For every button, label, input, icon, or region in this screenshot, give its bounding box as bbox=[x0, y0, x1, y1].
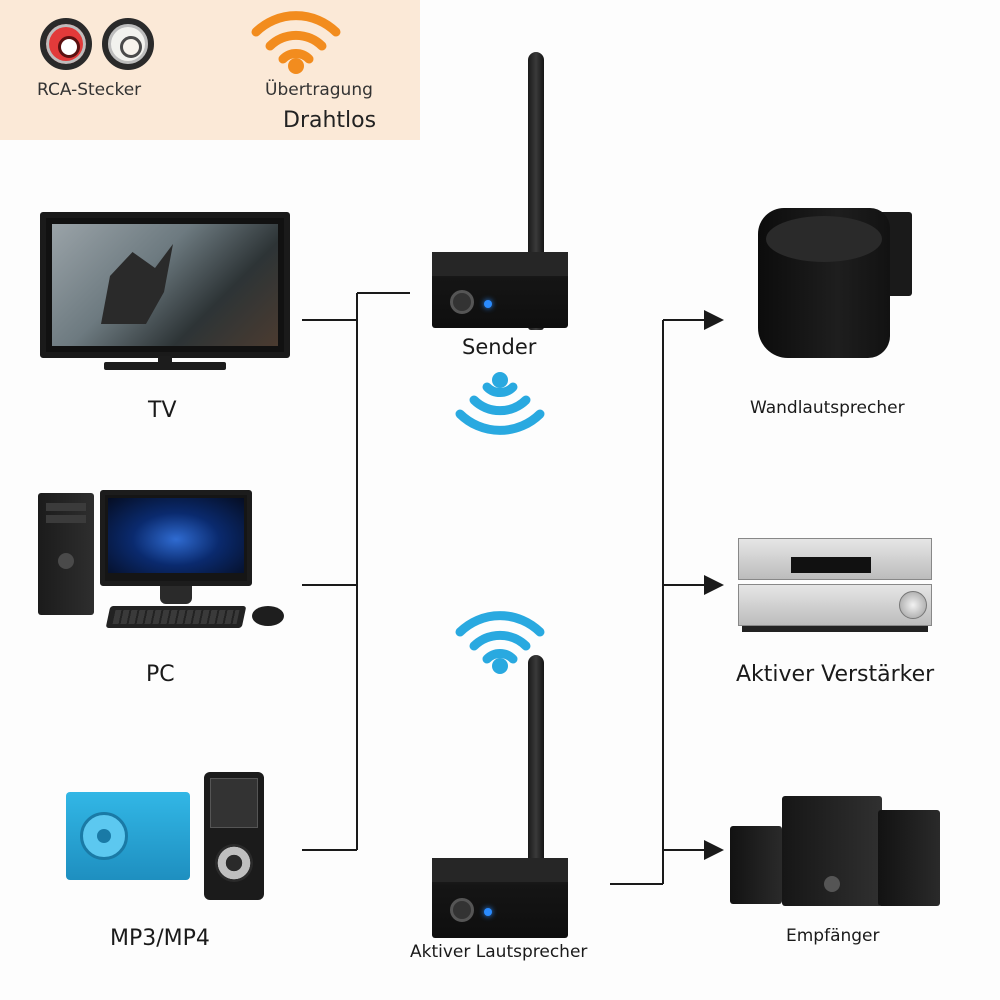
cd-player-icon bbox=[738, 538, 932, 580]
receiver-antenna-icon bbox=[528, 655, 544, 925]
sender-led bbox=[484, 300, 492, 308]
keyboard-icon bbox=[105, 606, 247, 628]
wifi-blue-down-icon bbox=[455, 372, 545, 435]
mp4-player-icon bbox=[204, 772, 264, 900]
receiver-led bbox=[484, 908, 492, 916]
mp3-player-icon bbox=[66, 792, 190, 880]
tv-stand bbox=[104, 362, 226, 370]
subwoofer-icon bbox=[782, 796, 882, 906]
tv-label: TV bbox=[148, 398, 177, 423]
amplifier-label: Aktiver Verstärker bbox=[736, 662, 935, 687]
tv-picture bbox=[52, 224, 278, 346]
rca-red-icon bbox=[40, 18, 92, 70]
wireless-label: Drahtlos bbox=[283, 108, 377, 133]
receiver-label: Aktiver Lautsprecher bbox=[410, 942, 588, 962]
mp3-label: MP3/MP4 bbox=[110, 926, 210, 951]
transmission-label: Übertragung bbox=[265, 80, 373, 100]
speaker-left-icon bbox=[730, 826, 782, 904]
sender-knob bbox=[450, 290, 474, 314]
speaker-right-icon bbox=[878, 810, 940, 906]
wall-speaker-icon bbox=[758, 208, 890, 358]
receiver-device-icon bbox=[432, 858, 568, 938]
mouse-icon bbox=[252, 606, 284, 626]
amplifier-icon bbox=[738, 584, 932, 626]
amplifier-base bbox=[742, 626, 928, 632]
pc-monitor-stand bbox=[160, 586, 192, 604]
wifi-blue-up-icon bbox=[455, 611, 545, 674]
mp3-wheel bbox=[80, 812, 128, 860]
rca-white-icon bbox=[102, 18, 154, 70]
pc-monitor-icon bbox=[100, 490, 252, 586]
mp4-dial bbox=[215, 844, 253, 882]
tv-icon bbox=[40, 212, 290, 358]
wall-speaker-label: Wandlautsprecher bbox=[750, 398, 905, 418]
pc-label: PC bbox=[146, 662, 175, 687]
cd-player-display bbox=[791, 557, 871, 573]
receiver-knob bbox=[450, 898, 474, 922]
mp4-screen bbox=[210, 778, 258, 828]
pc-monitor-screen bbox=[108, 498, 244, 573]
tv-neck bbox=[158, 356, 172, 362]
sender-device-icon bbox=[432, 252, 568, 328]
wifi-orange-icon bbox=[251, 11, 341, 74]
rca-label: RCA-Stecker bbox=[37, 80, 142, 100]
pc-tower-icon bbox=[38, 493, 94, 615]
speakers-label: Empfänger bbox=[786, 926, 880, 946]
sender-label: Sender bbox=[462, 335, 537, 359]
volume-knob bbox=[899, 591, 927, 619]
